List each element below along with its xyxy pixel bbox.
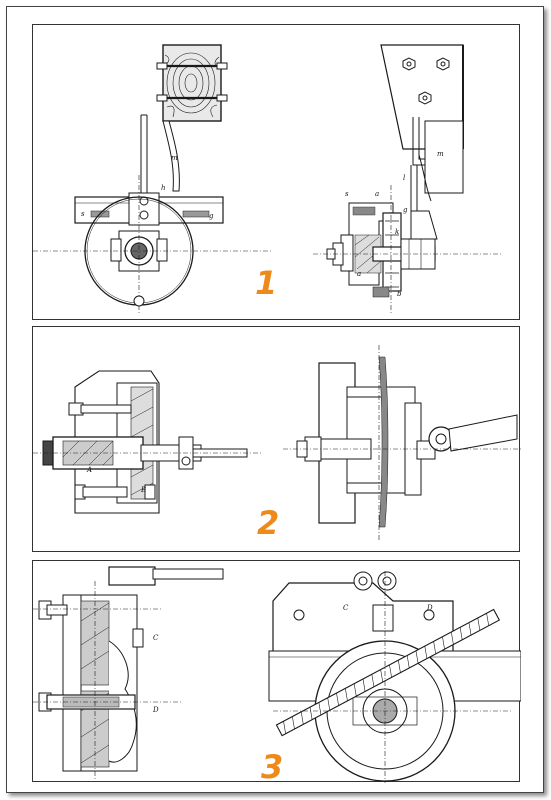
figure-1-panel: m h g s m l s a g a b k 1 [32, 24, 520, 320]
figure-2-drawing [33, 345, 521, 541]
label-s-right: s [345, 190, 349, 198]
figure-3-panel: C D C D 3 [32, 560, 521, 786]
label-m-right: m [437, 150, 444, 158]
figure-1-drawing [33, 44, 503, 315]
label-D-left: D [153, 706, 159, 714]
label-k: k [395, 228, 400, 236]
label-A: A [87, 466, 93, 474]
label-s-left: s [81, 210, 85, 218]
label-C-left: C [153, 634, 159, 642]
label-l: l [403, 174, 406, 182]
label-B: B [141, 486, 147, 494]
figure-1-number: 1 [255, 264, 278, 302]
figure-2-panel: A B 2 [32, 326, 521, 552]
label-g-left: g [209, 212, 214, 220]
label-C-right: C [343, 604, 349, 612]
label-g-right: g [403, 206, 408, 214]
label-a-top: a [375, 190, 380, 198]
label-h: h [161, 184, 166, 192]
label-m-left: m [171, 154, 178, 162]
label-a-mid: a [357, 270, 362, 278]
label-b: b [397, 290, 402, 298]
label-D-right: D [427, 604, 433, 612]
figure-3-number: 3 [261, 748, 284, 786]
figure-3-drawing [33, 566, 521, 783]
figure-2-number: 2 [257, 504, 280, 542]
